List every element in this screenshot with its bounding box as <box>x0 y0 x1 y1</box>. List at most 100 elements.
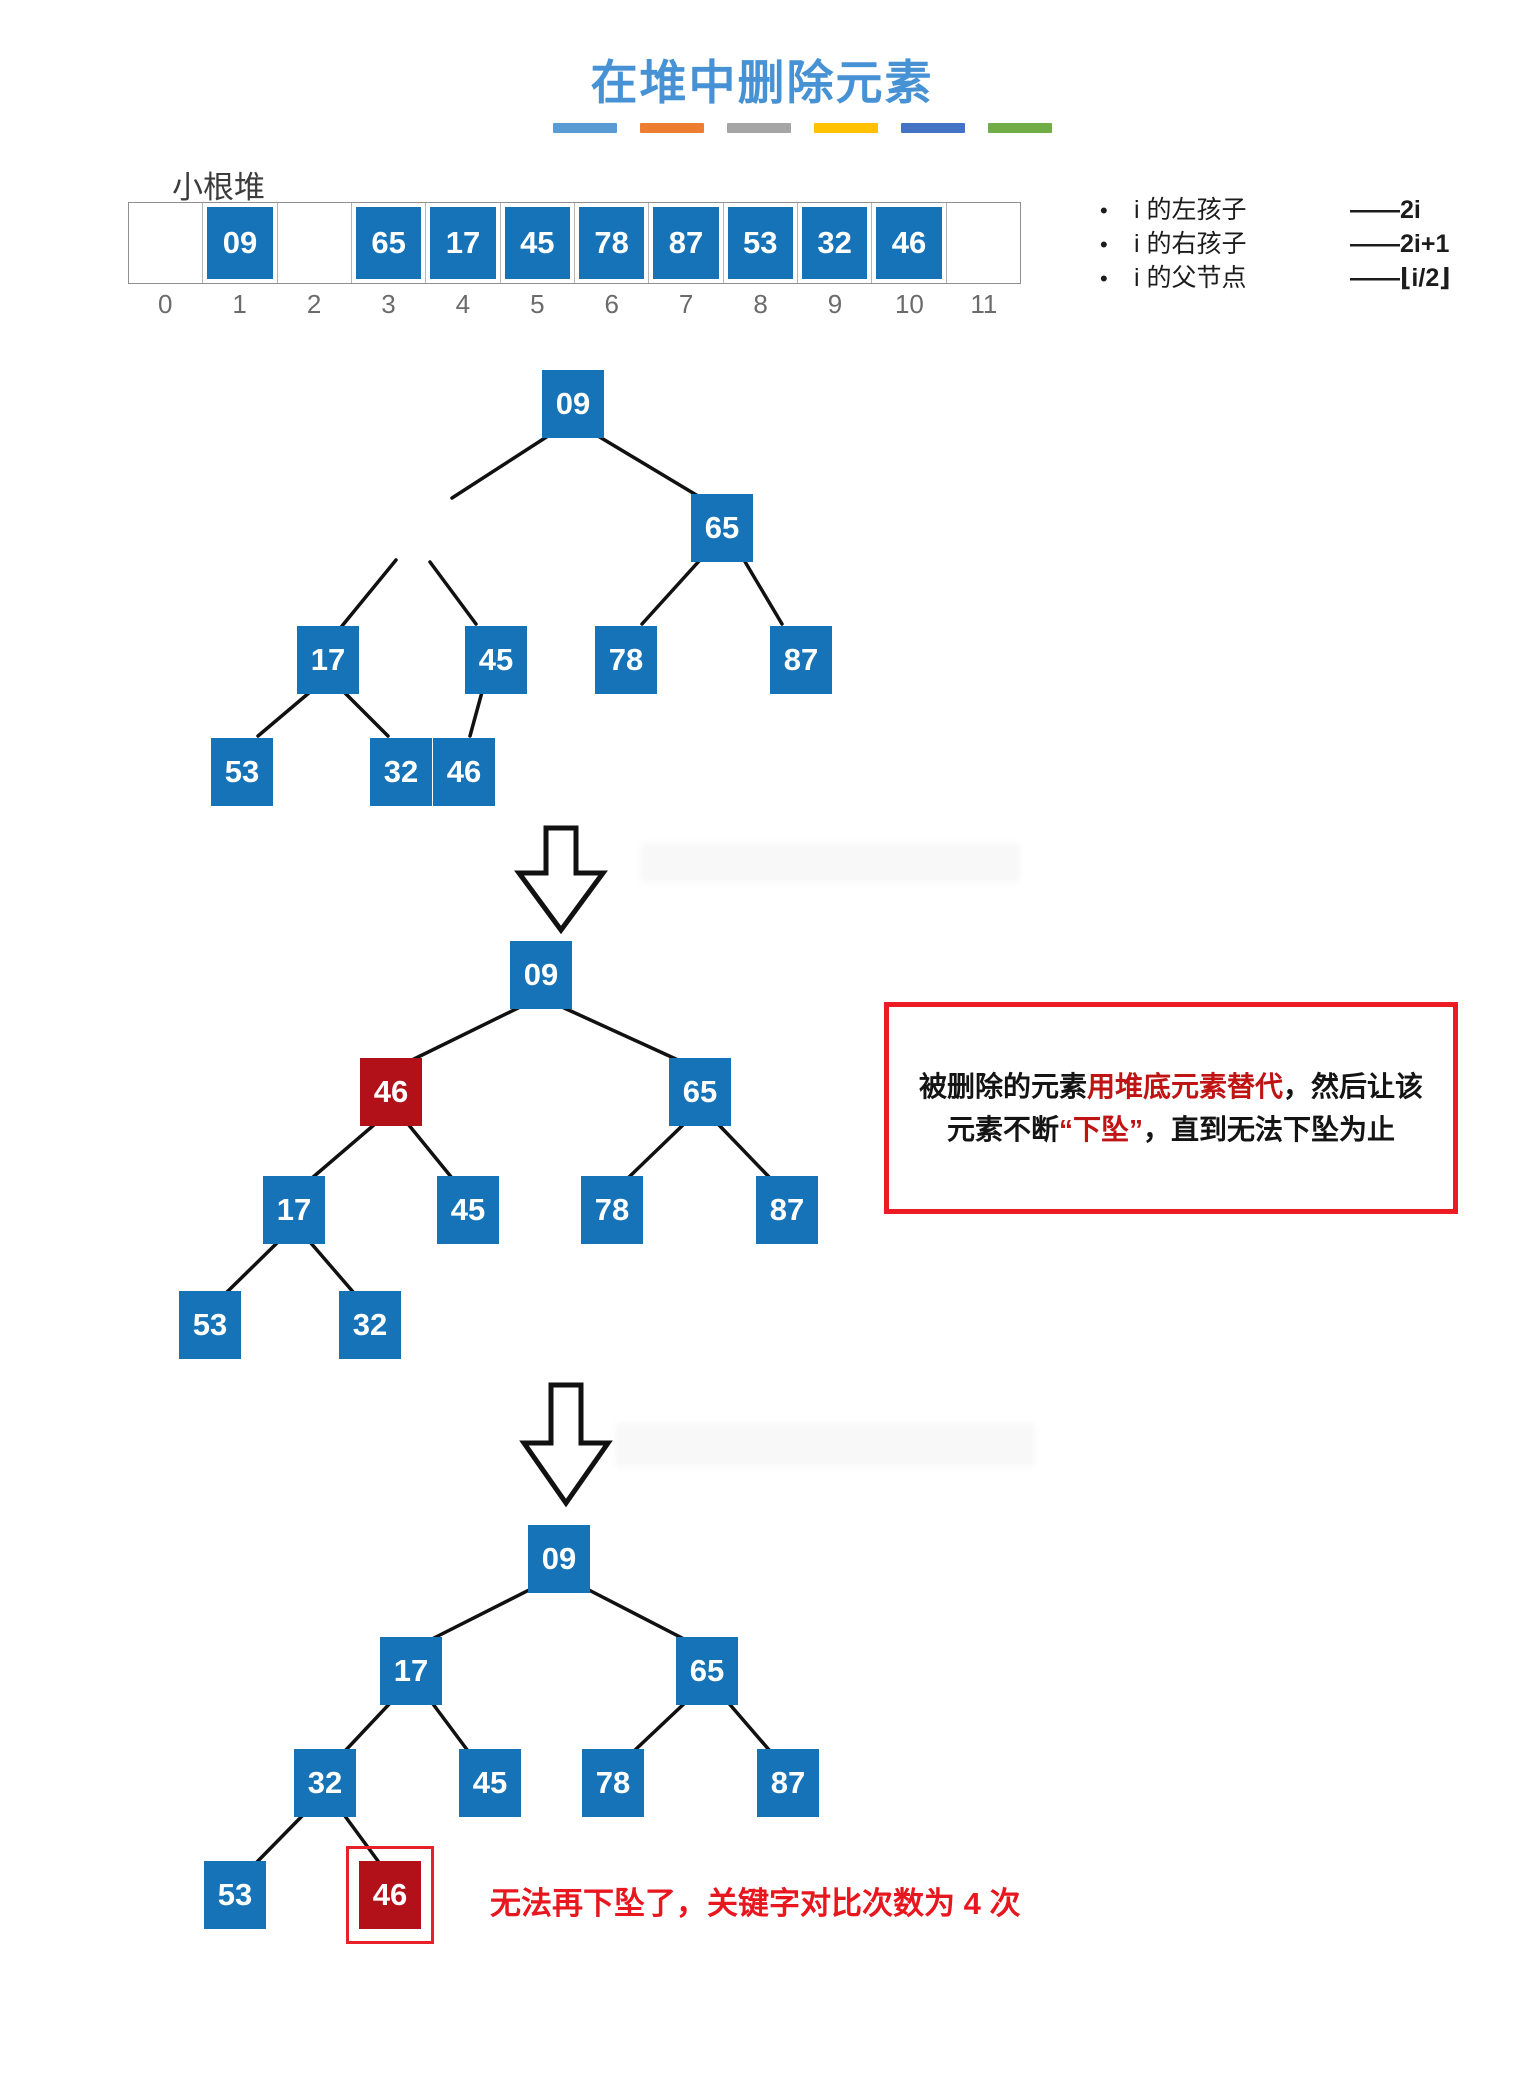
tree1-node-65: 65 <box>691 494 753 562</box>
decor-bar <box>814 123 878 133</box>
tree2-node-09: 09 <box>510 941 572 1009</box>
tree2-node-17: 17 <box>263 1176 325 1244</box>
tree-edge <box>340 558 398 628</box>
decor-bar <box>727 123 791 133</box>
note-segment: ，然后让该元素不断 <box>946 1070 1424 1145</box>
array-value: 78 <box>578 207 645 279</box>
tree-edge <box>430 1586 535 1641</box>
index-label: 3 <box>381 289 396 319</box>
tree-edge <box>224 1240 280 1295</box>
tree-edge <box>343 1698 395 1753</box>
index-label: 7 <box>678 289 694 319</box>
tree2-node-65: 65 <box>669 1058 731 1126</box>
array-cell-2 <box>278 203 352 283</box>
tree-edge <box>406 1122 454 1180</box>
tree3-node-32: 32 <box>294 1749 356 1817</box>
comparison-count-note: 无法再下坠了，关键字对比次数为 4 次 <box>490 1886 1021 1921</box>
tree-edge <box>428 560 478 626</box>
tree2-node-87: 87 <box>756 1176 818 1244</box>
array-cell-4: 17 <box>426 203 501 283</box>
index-label: 10 <box>894 289 924 319</box>
tree-edge <box>342 690 390 738</box>
tree2-node-53: 53 <box>179 1291 241 1359</box>
decor-bar <box>640 123 704 133</box>
array-cell-5: 45 <box>501 203 575 283</box>
array-cell-0 <box>129 203 204 283</box>
explanation-box: 被删除的元素用堆底元素替代，然后让该元素不断“下坠”，直到无法下坠为止 <box>884 1002 1458 1214</box>
tree2-node-32: 32 <box>339 1291 401 1359</box>
decor-bar <box>901 123 965 133</box>
tree1-node-45: 45 <box>465 626 527 694</box>
legend-label: i 的左孩子 <box>1134 196 1247 224</box>
tree-edge <box>410 1005 522 1062</box>
heap-type-label: 小根堆 <box>172 170 265 205</box>
index-label: 0 <box>157 289 173 319</box>
legend-label: i 的右孩子 <box>1134 230 1247 258</box>
tree-edge <box>308 1240 356 1295</box>
array-value: 65 <box>355 207 422 279</box>
index-label: 1 <box>232 289 247 319</box>
array-value: 32 <box>801 207 868 279</box>
explanation-text: 被删除的元素用堆底元素替代，然后让该元素不断“下坠”，直到无法下坠为止 <box>914 1065 1428 1152</box>
tree-edge <box>256 690 312 738</box>
tree3-node-78: 78 <box>582 1749 644 1817</box>
decor-bar <box>553 123 617 133</box>
tree-edge <box>254 1810 308 1865</box>
tree-edge <box>716 1122 772 1180</box>
tree2-node-46-highlight: 46 <box>360 1058 422 1126</box>
bullet-icon: • <box>1100 198 1108 223</box>
tree-edge <box>596 434 700 498</box>
tree1-node-32: 32 <box>370 738 432 806</box>
legend-formula: ——2i <box>1350 196 1421 224</box>
legend-row: • i 的左孩子 ——2i <box>1100 190 1451 224</box>
tree3-node-45: 45 <box>459 1749 521 1817</box>
bullet-icon: • <box>1100 232 1108 257</box>
tree2-node-78: 78 <box>581 1176 643 1244</box>
tree1-node-78: 78 <box>595 626 657 694</box>
tree3-node-17: 17 <box>380 1637 442 1705</box>
watermark-smudge <box>615 1422 1035 1467</box>
decor-bar <box>988 123 1052 133</box>
tree-edge <box>560 1005 680 1062</box>
array-value: 09 <box>207 207 273 279</box>
highlight-frame <box>346 1846 434 1944</box>
tree-edge <box>626 1122 686 1180</box>
tree-edge <box>583 1586 686 1641</box>
index-label: 6 <box>604 289 619 319</box>
array-cell-9: 32 <box>798 203 873 283</box>
array-cell-1: 09 <box>203 203 278 283</box>
tree2-node-45: 45 <box>437 1176 499 1244</box>
index-label: 5 <box>530 289 545 319</box>
tree3-node-53: 53 <box>204 1861 266 1929</box>
array-value: 87 <box>653 207 719 279</box>
array-value: 46 <box>876 207 942 279</box>
tree1-node-53: 53 <box>211 738 273 806</box>
array-cell-6: 78 <box>575 203 650 283</box>
note-segment: 被删除的元素 <box>918 1070 1087 1102</box>
down-arrow-icon <box>519 1382 613 1508</box>
array-cell-7: 87 <box>649 203 724 283</box>
tree-edge <box>724 1698 772 1753</box>
note-segment-red: 用堆底元素替代 <box>1086 1070 1283 1102</box>
tree-edge <box>468 690 484 738</box>
legend-row: • i 的父节点 ——⌊i/2⌋ <box>1100 258 1451 292</box>
array-cell-3: 65 <box>352 203 427 283</box>
array-value: 53 <box>727 207 793 279</box>
tree3-node-87: 87 <box>757 1749 819 1817</box>
legend-row: • i 的右孩子 ——2i+1 <box>1100 224 1451 258</box>
tree1-node-09: 09 <box>542 370 604 438</box>
tree-edge <box>742 558 784 626</box>
array-indices: 0 1 2 3 4 5 6 7 8 9 10 11 <box>128 289 1021 320</box>
tree3-node-46-highlight: 46 <box>359 1861 421 1929</box>
index-label: 2 <box>306 289 322 319</box>
tree-edge <box>632 1698 690 1753</box>
legend-formula: ——2i+1 <box>1350 230 1450 258</box>
heap-array: 09 65 17 45 78 87 53 32 46 <box>128 202 1021 284</box>
down-arrow-icon <box>514 825 608 935</box>
array-value: 17 <box>430 207 496 279</box>
page-title: 在堆中删除元素 <box>590 56 934 109</box>
tree3-node-09: 09 <box>528 1525 590 1593</box>
tree-edge <box>340 1810 380 1863</box>
